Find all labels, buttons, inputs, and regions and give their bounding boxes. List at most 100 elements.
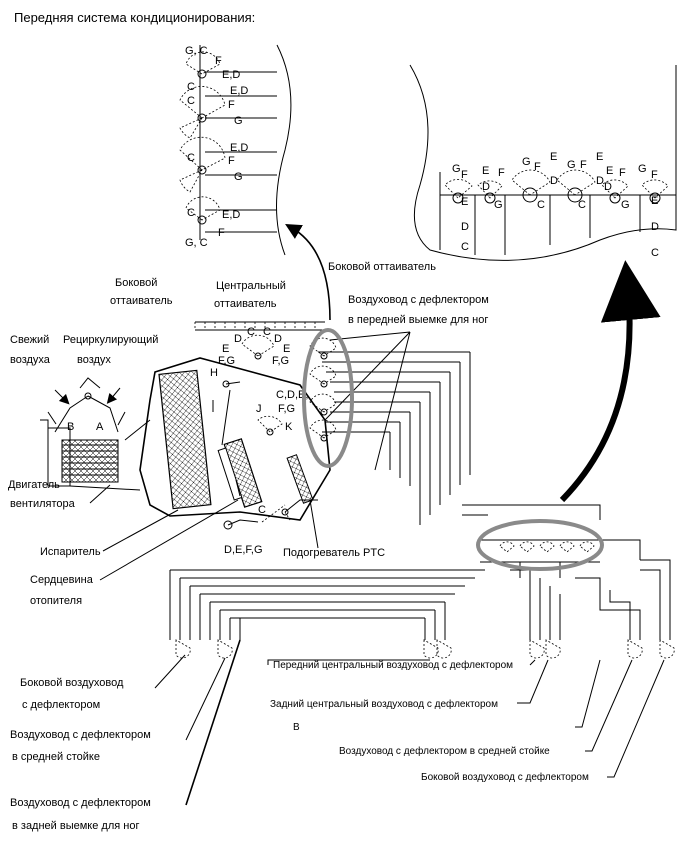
hvac-letters: D C C D E E F,G F,G H C,D,E, F,G J K B A… [67,326,308,556]
label-c: C [263,326,271,338]
label-e: E [222,343,229,355]
ptc-heater [286,454,314,504]
diagram-title: Передняя система кондиционирования: [14,10,255,25]
front-foot-dampers [309,337,337,442]
leader-ptc [309,499,319,549]
recirc-air-arrow [106,387,121,404]
label-gc-bottom: G, C [185,237,208,249]
duct-network [169,337,675,659]
label-center-pillar-left-1: Воздуховод с дефлектором [10,729,151,741]
label-e: E [461,196,468,208]
label-d: D [482,181,490,193]
label-heater-core-2: отопителя [30,595,82,607]
rear-duct-dampers [175,639,675,659]
evaporator-core [158,369,212,510]
label-c: C [187,95,195,107]
label-f: F [498,167,505,179]
label-g: G [621,199,630,211]
label-ed: E,D [230,142,248,154]
label-fg: F,G [218,355,235,367]
highlight-oval-rear [476,519,604,571]
label-c: C [651,247,659,259]
label-rear-foot-left-2: в задней выемке для ног [12,820,139,832]
label-ed: E,D [222,69,240,81]
inset-right-vents: G F E D C E D G F G F E D C G F C E D E … [409,64,677,261]
inset-left-damper-2 [179,86,226,139]
label-j: J [256,403,262,415]
label-f: F [580,159,587,171]
label-center-defroster-1: Центральный [216,280,286,292]
arrow-to-left-inset [285,223,331,321]
label-d: D [234,333,242,345]
label-recirc-1: Рециркулирующий [63,334,158,346]
label-fresh-air-2: воздуха [10,354,51,366]
label-g: G [452,163,461,175]
label-e: E [606,165,613,177]
label-front-center-vent: Передний центральный воздуховод с дефлек… [273,659,513,671]
label-c: C [247,326,255,338]
label-blower-1: Двигатель [8,479,60,491]
leader-blower [89,484,111,504]
label-d: D [604,181,612,193]
label-f: F [228,99,235,111]
label-front-foot-duct-1: Воздуховод с дефлектором [348,294,489,306]
leader-side-vent-left [154,654,186,689]
label-d: D [274,333,282,345]
label-f: F [215,55,222,67]
label-c: C [258,504,266,516]
label-b: B [67,421,74,433]
label-fg: F,G [272,355,289,367]
label-fresh-air-1: Свежий [10,334,49,346]
label-cde: C,D,E, [276,389,308,401]
label-g: G [234,171,243,183]
label-f: F [619,167,626,179]
label-f: F [534,161,541,173]
label-c: C [578,199,586,211]
label-f: F [218,227,225,239]
leader-center-pillar-left [185,657,226,741]
label-side-defroster-right: Боковой оттаиватель [328,261,436,273]
label-g: G [234,115,243,127]
label-k: K [285,421,293,433]
highlight-oval-front-foot [302,328,354,468]
label-ed: E,D [230,85,248,97]
label-e: E [651,195,658,207]
label-g: G [567,159,576,171]
arrow-to-right-inset [559,260,661,503]
label-c: C [537,199,545,211]
label-rear-foot-left-1: Воздуховод с дефлектором [10,797,151,809]
label-gc-top: G, C [185,45,208,57]
label-c: C [461,241,469,253]
label-c: C [187,152,195,164]
label-g: G [638,163,647,175]
leader-front-center-vent [267,659,536,666]
inset-left-vents: G, C F E,D C E,D C F G E,D C F G C E,D F… [179,44,292,256]
label-e: E [283,343,290,355]
hvac-unit [40,321,331,530]
label-rear-center-vent: Задний центральный воздуховод с дефлекто… [270,698,498,710]
label-evaporator: Испаритель [40,546,101,558]
label-blower-2: вентилятора [10,498,76,510]
label-c: C [187,81,195,93]
label-e: E [596,151,603,163]
label-e: E [550,151,557,163]
label-defg: D,E,F,G [224,544,263,556]
label-side-defroster-2: оттаиватель [110,295,173,307]
label-f: F [651,169,658,181]
label-d: D [461,221,469,233]
label-f: F [461,169,468,181]
label-heater-core-1: Сердцевина [30,574,94,586]
leader-center-pillar-right [585,659,633,752]
label-d: D [550,175,558,187]
inset-left-damper-4 [185,196,221,225]
label-side-vent-2: с дефлектором [22,699,100,711]
label-a: A [96,421,104,433]
leader-front-foot [324,331,411,471]
label-recirc-2: воздух [77,354,111,366]
label-f: F [228,155,235,167]
label-front-foot-duct-2: в передней выемке для ног [348,314,488,326]
label-d: D [596,175,604,187]
label-center-defroster-2: оттаиватель [214,298,277,310]
leader-heater-core [99,499,239,581]
